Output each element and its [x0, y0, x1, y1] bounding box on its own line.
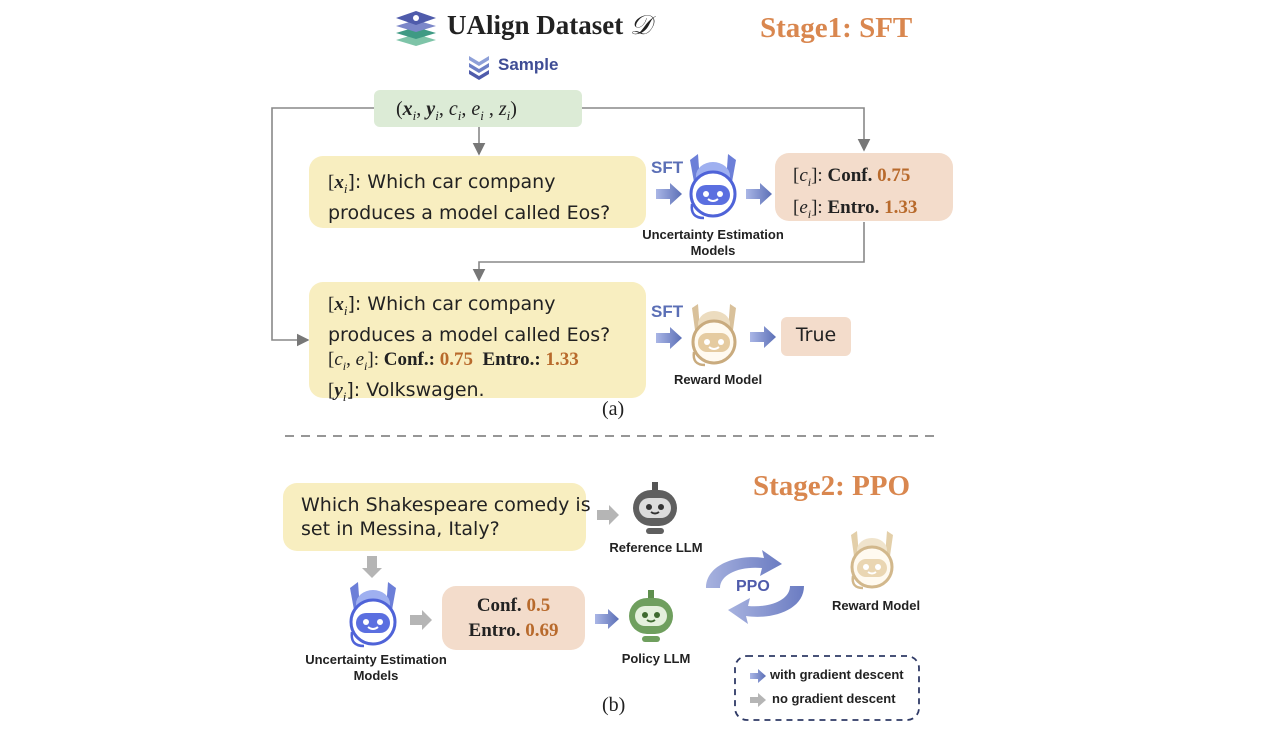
- stage2-question-line2: set in Messina, Italy?: [301, 518, 500, 540]
- sample-label: Sample: [498, 55, 559, 74]
- conf-to-rm-line: [472, 222, 865, 282]
- gray-arrow-down-icon: [362, 556, 382, 582]
- gray-arrow-icon: [597, 505, 619, 529]
- rm-conf-label: Conf.:: [383, 348, 435, 370]
- legend-gray-arrow-icon: [750, 692, 766, 711]
- reward-model-robot-icon: [686, 302, 742, 372]
- rm-question-line2: produces a model called Eos?: [328, 323, 611, 346]
- policy-llm-label: Policy LLM: [621, 651, 691, 666]
- ppo-label: PPO: [736, 578, 770, 595]
- blue-arrow-icon: [656, 327, 682, 353]
- rm-question-line1: ]: Which car company: [347, 293, 556, 315]
- uem-label-2a: Uncertainty Estimation: [305, 652, 447, 667]
- legend-no-gradient: no gradient descent: [772, 691, 896, 706]
- dataset-icon: [394, 8, 438, 48]
- gray-arrow-icon: [410, 610, 432, 634]
- stage2-entro-label: Entro.: [468, 620, 521, 641]
- reward-model-robot-icon-2: [846, 530, 898, 594]
- caption-b: (b): [602, 694, 626, 716]
- stage1-conf-value: 0.75: [877, 165, 911, 186]
- reference-llm-robot-icon: [630, 482, 680, 538]
- ppo-cycle-icon: [698, 548, 812, 626]
- stage2-conf-label: Conf.: [476, 595, 522, 616]
- tuple-box: (xi, yi, ci, ei , zi): [374, 90, 582, 127]
- stage1-question-box: [xi]: Which car company produces a model…: [309, 156, 646, 228]
- uncertainty-model-robot-icon-2: [344, 582, 402, 652]
- stage2-question-box: Which Shakespeare comedy is set in Messi…: [283, 483, 591, 551]
- stage2-title: Stage2: PPO: [753, 470, 911, 502]
- stage2-conf-value: 0.5: [526, 595, 551, 616]
- policy-llm-robot-icon: [626, 590, 676, 646]
- dataset-symbol: 𝒟: [630, 10, 652, 40]
- sft-label-2: SFT: [651, 302, 684, 321]
- uem-label-1a: Uncertainty Estimation: [642, 227, 784, 242]
- uem-label-1b: Models: [690, 243, 736, 258]
- stage2-conf-box: Conf. 0.5 Entro. 0.69: [442, 586, 585, 650]
- legend-with-gradient: with gradient descent: [770, 667, 904, 682]
- legend-box: [734, 655, 920, 721]
- loop-line-left: [271, 107, 374, 347]
- blue-arrow-icon: [746, 183, 772, 209]
- stage1-title: Stage1: SFT: [760, 12, 913, 44]
- result-true-box: True: [781, 317, 851, 356]
- rm-entro-label: Entro.:: [482, 348, 541, 370]
- blue-arrow-icon: [750, 326, 776, 352]
- stage1-entro-value: 1.33: [884, 196, 918, 218]
- reward-model-label-2: Reward Model: [831, 598, 921, 613]
- reward-model-label-1: Reward Model: [673, 372, 763, 387]
- stage2-question-line1: Which Shakespeare comedy is: [301, 494, 591, 516]
- stage1-question-line1: ]: Which car company: [347, 171, 556, 193]
- blue-arrow-icon: [595, 609, 619, 633]
- tuple-to-conf-line: [582, 107, 871, 152]
- legend-blue-arrow-icon: [750, 668, 766, 687]
- uncertainty-model-robot-icon: [684, 152, 742, 226]
- sample-icon: [467, 54, 491, 80]
- stage1-question-line2: produces a model called Eos?: [328, 201, 611, 224]
- reference-llm-label: Reference LLM: [609, 540, 703, 555]
- dataset-title: UAlign Dataset: [447, 10, 624, 40]
- stage1-entro-label: Entro.: [827, 196, 880, 218]
- uem-label-2b: Models: [353, 668, 399, 683]
- stage2-entro-value: 0.69: [525, 620, 559, 641]
- blue-arrow-icon: [656, 183, 682, 209]
- answer-text: ]: Volkswagen.: [346, 378, 485, 401]
- stage1-conf-box: [ci]: Conf. 0.75 [ei]: Entro. 1.33: [775, 153, 953, 221]
- stage1-reward-input-box: [xi]: Which car company produces a model…: [309, 282, 646, 403]
- stage1-conf-label: Conf.: [827, 165, 873, 186]
- caption-a: (a): [602, 398, 625, 420]
- sft-label-1: SFT: [651, 158, 684, 177]
